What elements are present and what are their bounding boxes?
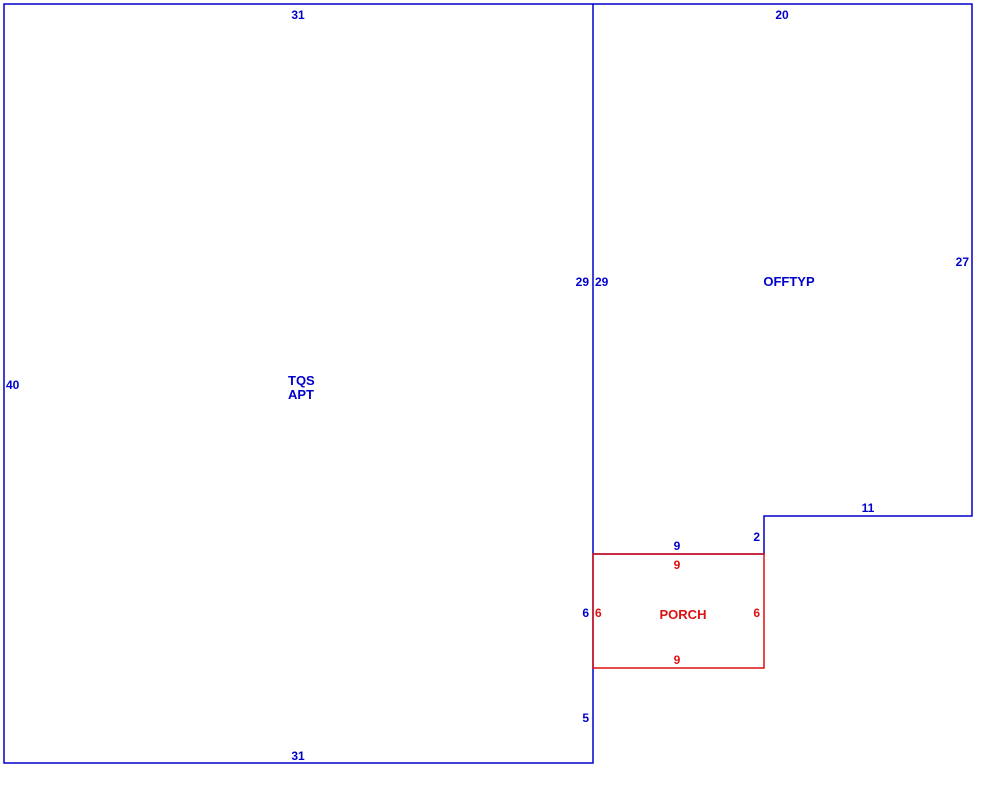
porch-room — [592, 553, 765, 669]
apartment-label-line2: APT — [288, 387, 314, 402]
apartment-outline — [3, 3, 594, 764]
apartment-dim-bottom: 31 — [291, 749, 305, 763]
apartment-label-line1: TQS — [288, 373, 315, 388]
office-dim-step-side: 2 — [753, 530, 760, 544]
office-label: OFFTYP — [763, 274, 815, 289]
porch-dim-right: 6 — [753, 606, 760, 620]
office-dim-right: 27 — [956, 255, 970, 269]
office-dim-step-top: 11 — [862, 501, 875, 515]
apartment-dim-right-lower-a: 6 — [582, 606, 589, 620]
apartment-dim-right: 29 — [576, 275, 590, 289]
porch-dim-left: 6 — [595, 606, 602, 620]
porch-dim-bottom: 9 — [674, 653, 681, 667]
apartment-dim-right-lower-b: 5 — [582, 711, 589, 725]
office-dim-top: 20 — [775, 8, 789, 22]
apartment-dim-left: 40 — [6, 378, 20, 392]
porch-outline — [592, 553, 765, 669]
office-dim-bottom: 9 — [674, 539, 681, 553]
apartment-dim-top: 31 — [291, 8, 305, 22]
office-dim-left: 29 — [595, 275, 609, 289]
porch-label: PORCH — [660, 607, 707, 622]
porch-dim-top: 9 — [674, 558, 681, 572]
apartment-room — [3, 3, 594, 764]
